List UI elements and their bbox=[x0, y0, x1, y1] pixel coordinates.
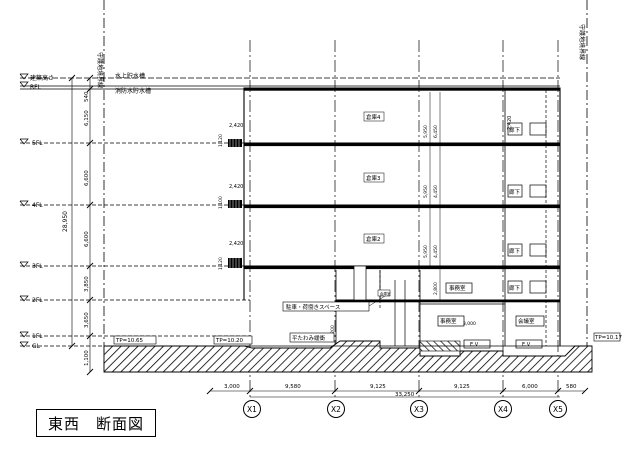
inner-dim-lines bbox=[429, 92, 441, 300]
grid-axis-lines bbox=[249, 40, 559, 400]
level-label-1fl: 1FL bbox=[32, 333, 43, 340]
tp-label-center: TP=10.20 bbox=[215, 338, 244, 344]
room-warehouse2: 倉庫2 bbox=[366, 235, 381, 243]
boundary-lines bbox=[103, 0, 588, 372]
stair-dim: 2,420 bbox=[229, 241, 243, 247]
stair-room-label: 廊下 bbox=[509, 284, 521, 292]
tp-label-right: TP=10.17 bbox=[594, 335, 623, 341]
room-ev1: E.V bbox=[470, 342, 479, 348]
drawing-title: 東西 断面図 bbox=[36, 409, 156, 437]
grid-axis-x3 bbox=[410, 400, 428, 418]
stair-room-label: 廊下 bbox=[509, 188, 521, 196]
floor-height-dim: 3,850 bbox=[84, 276, 90, 292]
level-label-3fl: 3FL bbox=[32, 263, 43, 270]
floor-height-dim: 540 bbox=[84, 91, 90, 102]
level-label-2fl: 2FL bbox=[32, 297, 43, 304]
right-stair-core bbox=[507, 90, 547, 346]
left-dimension-chain bbox=[68, 74, 94, 376]
stair-dim: 2,420 bbox=[229, 184, 243, 190]
right-dim: 4,450 bbox=[433, 185, 439, 198]
inner-dim: 4,200 bbox=[330, 325, 336, 338]
bottom-dim: 580 bbox=[566, 384, 577, 390]
floor-height-dim: 6,600 bbox=[84, 231, 90, 247]
small-dim: 1,120 bbox=[218, 257, 224, 270]
right-dims: 6,450 4,450 4,450 2,800 bbox=[433, 125, 439, 295]
room-warehouse3: 倉庫3 bbox=[366, 174, 381, 182]
inner-dims: 5,950 5,950 5,950 4,200 3,000 bbox=[330, 125, 476, 338]
room-flat-area: 平たわみ緩衝 bbox=[292, 334, 326, 342]
level-label-rfl: RFL bbox=[30, 84, 42, 91]
room-office: 事務室 bbox=[449, 284, 466, 292]
level-label-gl: GL bbox=[32, 343, 41, 350]
inner-dim: 5,950 bbox=[423, 245, 429, 258]
bottom-dim: 9,580 bbox=[285, 384, 301, 390]
right-dim: 6,450 bbox=[433, 125, 439, 138]
bottom-dim: 9,125 bbox=[454, 384, 470, 390]
stair-room-labels: 廊下 廊下 廊下 廊下 bbox=[509, 126, 521, 292]
floor-height-dims: 540 6,150 6,600 6,600 3,850 3,650 1,100 bbox=[84, 91, 90, 366]
room-office2: 事務室 bbox=[440, 317, 457, 325]
floor-height-dim: 3,650 bbox=[84, 312, 90, 328]
tank-label-lower: 消防水貯水槽 bbox=[115, 87, 151, 95]
total-length: 33,250 bbox=[395, 392, 415, 398]
small-dim: 1,120 bbox=[218, 134, 224, 147]
ground-floor-interior bbox=[353, 265, 545, 349]
left-stairs bbox=[228, 139, 242, 268]
right-dim: 4,450 bbox=[433, 245, 439, 258]
grid-axis-x2 bbox=[327, 400, 345, 418]
right-dim: 2,800 bbox=[433, 282, 439, 295]
bottom-dim: 6,000 bbox=[522, 384, 538, 390]
stair-dim: 2,420 bbox=[229, 123, 243, 129]
bottom-dim: 9,125 bbox=[370, 384, 386, 390]
level-label-top: 建築高さ bbox=[30, 74, 54, 82]
stair-room-label: 廊下 bbox=[509, 247, 521, 255]
room-loading-space: 駐車・荷捌きスペース bbox=[286, 303, 340, 311]
grid-axis-label: X4 bbox=[498, 405, 508, 414]
total-height: 28,950 bbox=[62, 211, 69, 232]
floor-height-dim: 6,150 bbox=[84, 110, 90, 126]
level-label-5fl: 5FL bbox=[32, 140, 43, 147]
grid-axis-x4 bbox=[494, 400, 512, 418]
warehouse-labels: 倉庫4 倉庫3 倉庫2 bbox=[363, 111, 385, 244]
grid-axis-label: X2 bbox=[331, 405, 341, 414]
bottom-dim: 3,000 bbox=[224, 384, 240, 390]
bottom-dims: 3,000 9,580 9,125 9,125 6,000 580 bbox=[224, 384, 577, 390]
tp-labels: TP=10.65 TP=10.20 TP=10.17 bbox=[113, 332, 623, 345]
grid-axis-x1 bbox=[243, 400, 261, 418]
grid-axis-label: X3 bbox=[414, 405, 424, 414]
inner-dim: 5,950 bbox=[423, 125, 429, 138]
grid-axis-label: X1 bbox=[247, 405, 257, 414]
inner-dim: 3,000 bbox=[463, 321, 476, 327]
level-label-4fl: 4FL bbox=[32, 202, 43, 209]
floor-height-dim: 6,600 bbox=[84, 170, 90, 186]
right-boundary-label: 守護地境界線 bbox=[578, 24, 586, 60]
floor-height-dim: 1,100 bbox=[84, 350, 90, 366]
tp-label-left: TP=10.65 bbox=[115, 338, 144, 344]
tank-label-upper: 水上貯水槽 bbox=[115, 72, 145, 80]
small-dims: 1,120 1,100 1,120 bbox=[218, 134, 224, 270]
left-boundary-label: 守護地境界線 bbox=[96, 52, 104, 88]
bottom-dimension-line bbox=[206, 387, 589, 398]
foundation bbox=[103, 340, 593, 373]
room-locker: 会議室 bbox=[518, 317, 535, 325]
grid-axis-x5 bbox=[549, 400, 567, 418]
room-warehouse4: 倉庫4 bbox=[366, 113, 381, 121]
loading-space: 駐車・荷捌きスペース 平たわみ緩衝 倉庫室 bbox=[282, 289, 391, 343]
level-markers: 建築高さ RFL 5FL 4FL 3FL 2FL 1FL GL bbox=[19, 73, 54, 350]
room-ev2: E.V bbox=[522, 342, 531, 348]
inner-dim: 5,950 bbox=[423, 185, 429, 198]
grid-axis-label: X5 bbox=[553, 405, 563, 414]
stair-room-label: 廊下 bbox=[509, 126, 521, 134]
grid-axis-bubbles: X1 X2 X3 X4 X5 bbox=[243, 400, 567, 418]
small-dim: 1,100 bbox=[218, 196, 224, 209]
room-machine-room: 倉庫室 bbox=[380, 291, 391, 296]
